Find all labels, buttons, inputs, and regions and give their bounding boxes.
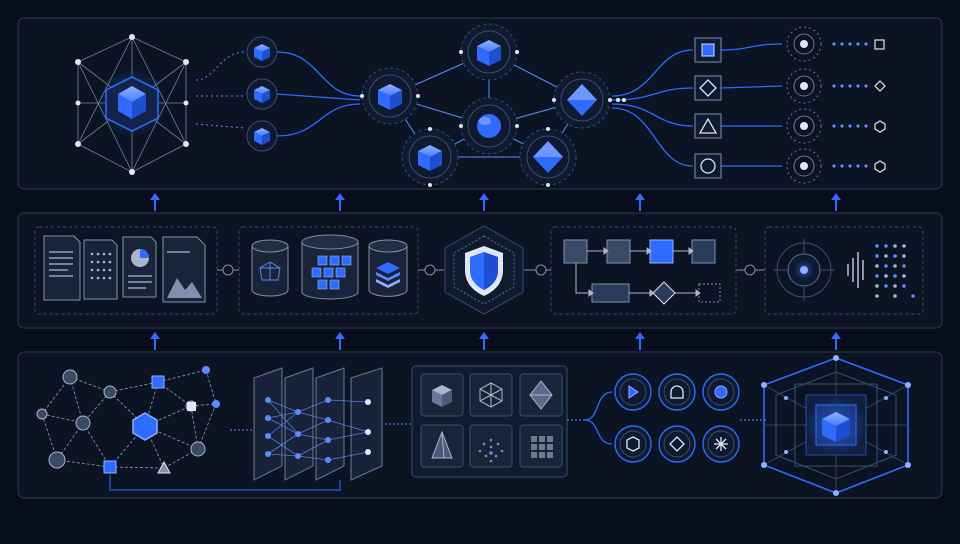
- cube-links: [276, 51, 361, 137]
- image-document-icon: [162, 236, 206, 303]
- sphere-icon: [477, 114, 501, 138]
- diamond-icon: [694, 75, 722, 101]
- cube-icon: [418, 145, 442, 171]
- signal-source-icon: [773, 239, 835, 301]
- up-arrow-icon: [150, 332, 160, 350]
- layers-icon: [376, 262, 400, 288]
- up-arrow-icon: [150, 193, 160, 211]
- cube-node: [246, 36, 278, 68]
- grid-icon: [531, 436, 553, 458]
- wire-cube-icon: [479, 382, 503, 408]
- shield-stage: [444, 225, 524, 315]
- databases-stage: [238, 226, 419, 315]
- chart-document-icon: [122, 236, 157, 298]
- hexagon-icon: [874, 160, 886, 173]
- up-arrow-icon: [479, 332, 489, 350]
- cube-icon: [118, 86, 146, 119]
- document-icon: [83, 239, 118, 300]
- pyramid-icon: [431, 430, 453, 459]
- dot-node: [202, 366, 210, 374]
- signal-stage: [764, 226, 924, 315]
- up-arrow-icon: [335, 193, 345, 211]
- particle-icon: [478, 438, 504, 463]
- cube-icon: [477, 40, 501, 66]
- up-arrow-icon: [635, 193, 645, 211]
- triangle-node: [157, 460, 171, 474]
- database-icon: [251, 239, 289, 297]
- shield-icon: [465, 246, 503, 296]
- triangle-icon: [694, 113, 722, 139]
- layer-stack: [253, 367, 383, 481]
- cube-node: [246, 78, 278, 110]
- up-arrow-icon: [479, 193, 489, 211]
- dome-icon: [670, 385, 684, 399]
- cube-node: [246, 120, 278, 152]
- hexagon-node: [132, 412, 158, 441]
- connector-node: [418, 264, 444, 276]
- play-icon: [628, 385, 639, 399]
- circle-icon: [694, 153, 722, 179]
- cube-cluster-icon: [311, 255, 352, 290]
- cube-icon: [432, 385, 452, 407]
- dot-node: [212, 400, 220, 408]
- diamond-icon: [874, 80, 886, 92]
- waveform-icon: [847, 252, 864, 288]
- diamond-icon: [669, 436, 685, 452]
- ring-targets: [786, 26, 886, 184]
- cube-nodes: [246, 36, 278, 152]
- octahedron-icon: [533, 141, 563, 173]
- connector-node: [736, 264, 765, 276]
- cube-icon: [822, 412, 850, 442]
- up-arrow-icon: [335, 332, 345, 350]
- up-arrow-icon: [635, 332, 645, 350]
- tier-connector-arrows: [150, 193, 841, 350]
- process-box: [606, 239, 631, 264]
- connector-node: [524, 264, 551, 276]
- process-box: [591, 283, 630, 303]
- hexagon-icon: [626, 436, 640, 452]
- database-icon: [301, 234, 359, 300]
- core-hexagon: [761, 355, 911, 496]
- network-hub: [75, 34, 189, 175]
- shape-outputs: [694, 37, 722, 179]
- process-box-active: [649, 239, 674, 264]
- hexagon-icon: [874, 120, 886, 133]
- star-icon: [714, 437, 728, 451]
- documents-stage: [34, 226, 218, 315]
- process-box: [691, 239, 716, 264]
- decision-diamond: [652, 281, 676, 305]
- square-icon: [874, 39, 885, 50]
- shape-grid: [411, 365, 568, 478]
- dot-icon: [714, 385, 728, 399]
- network-icon: [259, 261, 281, 281]
- dot-matrix-icon: [875, 244, 915, 298]
- hub-links: [195, 51, 246, 129]
- up-arrow-icon: [831, 332, 841, 350]
- connector-node: [217, 264, 239, 276]
- process-box: [563, 239, 588, 264]
- cube-icon: [378, 84, 402, 110]
- database-icon: [368, 239, 408, 297]
- octahedron-icon: [529, 380, 553, 410]
- square-node: [103, 460, 117, 474]
- cube-graph: [360, 23, 612, 187]
- flow-arrows: [575, 247, 701, 297]
- icon-circles: [614, 373, 740, 463]
- document-icon: [43, 235, 81, 301]
- up-arrow-icon: [831, 193, 841, 211]
- square-node: [151, 375, 165, 389]
- workflow-stage: [550, 226, 737, 315]
- square-node: [187, 402, 196, 411]
- square-icon: [694, 37, 722, 63]
- node-graph: [36, 366, 341, 491]
- octahedron-icon: [567, 84, 597, 116]
